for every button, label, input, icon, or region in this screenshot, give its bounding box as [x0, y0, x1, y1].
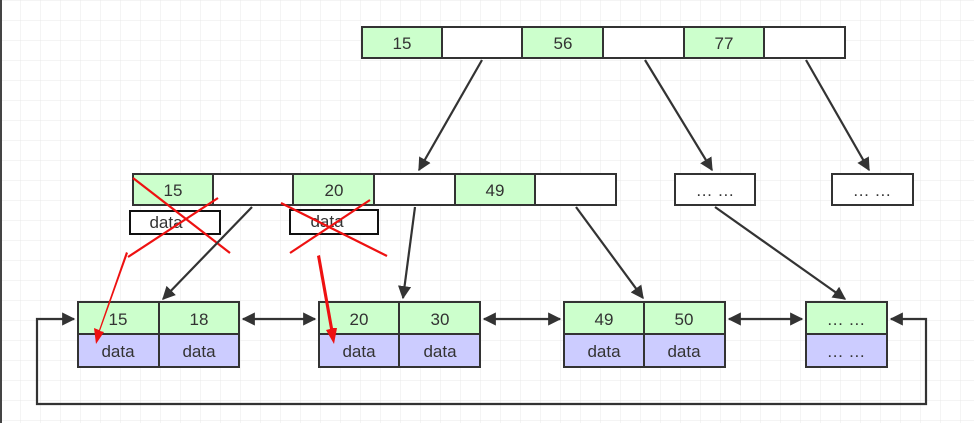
leaf-key: 18 — [190, 310, 209, 329]
leaf-data: data — [423, 342, 457, 361]
edge-root-to-internal — [418, 59, 483, 172]
internal-pointer-cell — [373, 173, 456, 206]
edge-root-to-placeholder-left — [644, 59, 713, 172]
root-key-2: 56 — [554, 34, 573, 53]
internal-key-3: 49 — [486, 181, 505, 200]
cross-mark-2 — [280, 199, 388, 257]
leaf-key: 20 — [350, 310, 369, 329]
root-key-3: 77 — [715, 34, 734, 53]
cross-mark-1 — [127, 177, 231, 258]
placeholder-label: … … — [853, 181, 892, 200]
removed-data-label: data — [310, 212, 344, 231]
placeholder-label: … … — [696, 181, 735, 200]
leaf-ring-link — [35, 312, 928, 406]
leaf-node-3: 49 50 data data — [563, 301, 726, 368]
red-redirect-arrows — [94, 252, 337, 344]
root-key-cell — [683, 26, 765, 59]
removed-data-label: data — [149, 213, 183, 232]
internal-key-2: 20 — [325, 181, 344, 200]
placeholder-node-left: … … — [674, 173, 756, 206]
red-arrow-to-leaf-1-data — [94, 252, 128, 344]
leaf-key: 30 — [431, 310, 450, 329]
root-pointer-cell — [441, 26, 523, 59]
leaf-key: 49 — [595, 310, 614, 329]
placeholder-node-right: … … — [831, 173, 914, 206]
removed-data-box-1: data — [129, 210, 221, 235]
internal-key-1: 15 — [164, 181, 183, 200]
leaf-node-2: 20 30 data data — [318, 301, 481, 368]
leaf-data: … … — [827, 342, 866, 361]
root-pointer-cell — [763, 26, 846, 59]
edge-internal-to-leaf-1 — [162, 206, 253, 300]
leaf-data: data — [342, 342, 376, 361]
leaf-node-4: … … … … — [805, 301, 888, 368]
internal-pointer-cell — [534, 173, 617, 206]
leaf-data: data — [667, 342, 701, 361]
edge-root-to-placeholder-right — [805, 59, 870, 172]
root-pointer-cell — [602, 26, 685, 59]
leaf-key: … … — [827, 310, 866, 329]
leaf-data: data — [182, 342, 216, 361]
root-node: 15 56 77 — [361, 26, 846, 59]
root-key-cell — [521, 26, 604, 59]
root-key-cell — [361, 26, 443, 59]
leaf-links — [35, 312, 928, 406]
leaf-key: 15 — [109, 310, 128, 329]
internal-pointer-cell — [212, 173, 294, 206]
leaf-key: 50 — [675, 310, 694, 329]
red-arrow-to-leaf-2-data — [317, 255, 337, 344]
leaf-data: data — [587, 342, 621, 361]
root-key-1: 15 — [393, 34, 412, 53]
edge-internal-to-leaf-2 — [398, 206, 417, 300]
leaf-data: data — [101, 342, 135, 361]
internal-node: 15 20 49 — [132, 173, 617, 206]
internal-key-cell — [454, 173, 536, 206]
edge-internal-to-leaf-3 — [575, 206, 644, 300]
edge-placeholder-to-leaf-4 — [714, 206, 847, 300]
tree-edges — [162, 59, 870, 300]
